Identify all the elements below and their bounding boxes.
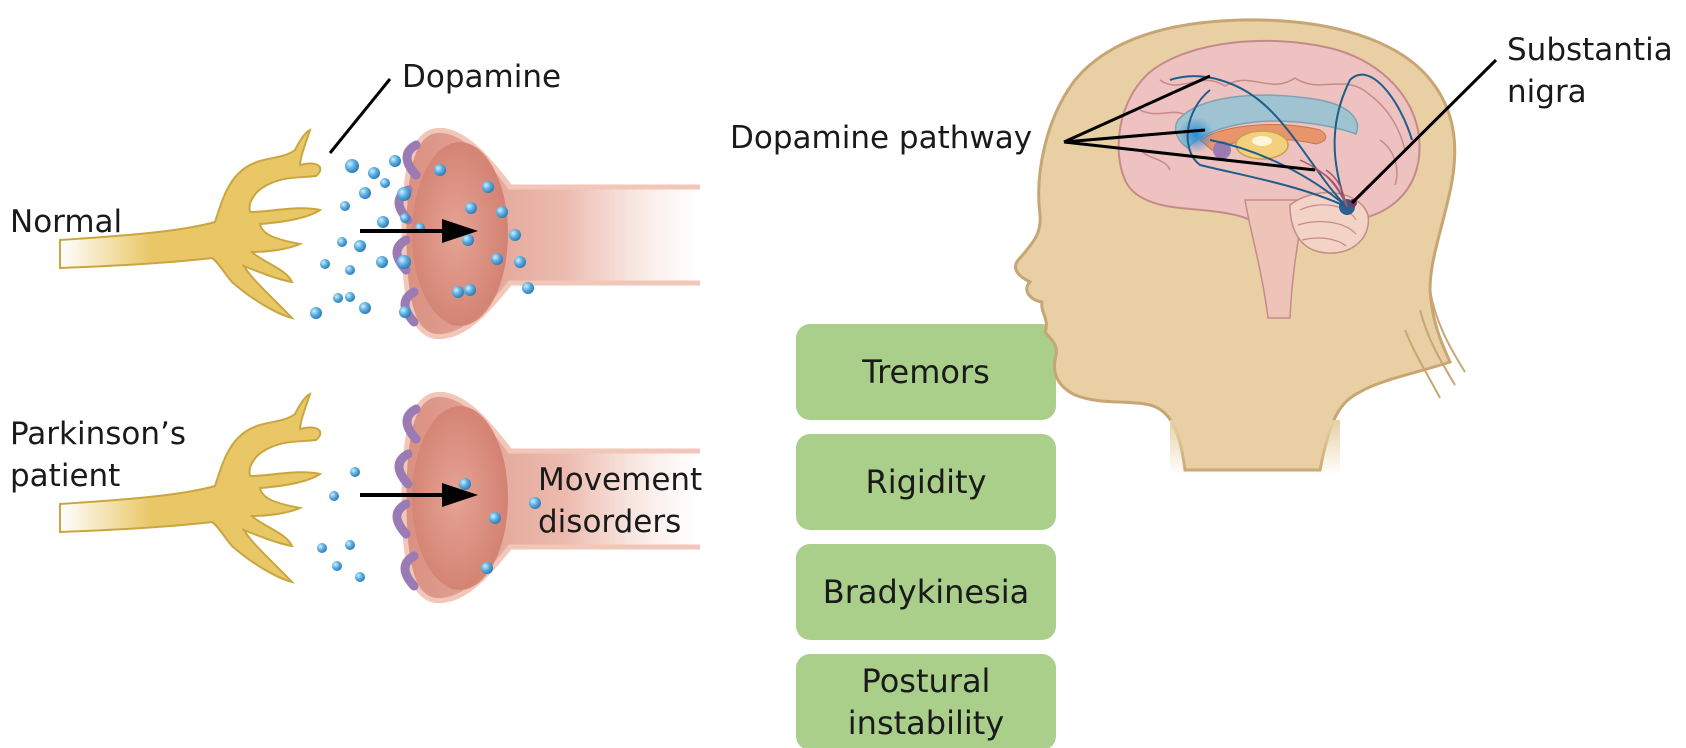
dopamine-molecule	[337, 237, 347, 247]
dopamine-molecule	[355, 572, 365, 582]
parkinsons-dopamine-molecules	[317, 467, 541, 582]
dopamine-molecule	[359, 187, 371, 199]
substantia-nigra-label-line1: Substantia	[1507, 32, 1673, 68]
dopamine-molecule	[377, 216, 389, 228]
dopamine-molecule	[333, 293, 343, 303]
symptom-box-bg	[796, 654, 1056, 748]
symptom-box: Bradykinesia	[796, 544, 1056, 640]
symptom-label: Rigidity	[865, 463, 986, 501]
dopamine-molecule	[332, 561, 342, 571]
parkinsons-arrow	[360, 483, 478, 507]
symptom-box: Tremors	[796, 324, 1056, 420]
normal-label: Normal	[10, 204, 122, 240]
symptom-box: Rigidity	[796, 434, 1056, 530]
parkinsons-label-line2: patient	[10, 458, 120, 494]
dopamine-molecule	[529, 497, 541, 509]
symptom-box-bg	[796, 544, 1056, 640]
dopamine-molecule	[359, 302, 371, 314]
dopamine-molecule	[320, 259, 330, 269]
dopamine-pathway-label: Dopamine pathway	[730, 120, 1032, 156]
dopamine-molecule	[496, 206, 508, 218]
dopamine-molecule	[350, 467, 360, 477]
dopamine-molecule	[491, 253, 503, 265]
dopamine-molecule	[464, 284, 476, 296]
normal-dopamine-molecules	[310, 155, 534, 319]
dopamine-molecule	[329, 491, 339, 501]
dopamine-molecule	[462, 234, 474, 246]
dopamine-molecule	[509, 229, 521, 241]
movement-label-line2: disorders	[538, 504, 681, 540]
dopamine-molecule	[389, 155, 401, 167]
dopamine-molecule	[380, 178, 390, 188]
symptom-box: Postural instability	[796, 654, 1056, 748]
symptom-label: Bradykinesia	[823, 573, 1030, 611]
dopamine-pathway-leader-lines	[1063, 74, 1316, 172]
dopamine-molecule	[465, 202, 477, 214]
dopamine-leader-line	[328, 78, 392, 154]
symptom-label: Tremors	[861, 353, 990, 391]
movement-label-line1: Movement	[538, 462, 702, 498]
dopamine-molecule	[459, 478, 471, 490]
dopamine-molecule	[317, 543, 327, 553]
dopamine-molecule	[522, 282, 534, 294]
dopamine-molecule	[345, 265, 355, 275]
substantia-nigra-label-line2: nigra	[1507, 74, 1587, 110]
symptom-box-bg	[796, 324, 1056, 420]
dopamine-molecule	[376, 256, 388, 268]
dopamine-molecule	[345, 292, 355, 302]
dopamine-molecule	[397, 255, 411, 269]
parkinsons-receptors	[392, 404, 421, 591]
dopamine-label: Dopamine	[402, 59, 561, 95]
dopamine-molecule	[397, 187, 411, 201]
substantia-nigra-leader-line	[1350, 58, 1498, 205]
symptom-label: Postural	[862, 662, 991, 700]
dopamine-molecule	[399, 306, 411, 318]
normal-presynaptic-axon	[59, 128, 323, 320]
dopamine-molecule	[345, 540, 355, 550]
dopamine-molecule	[345, 159, 359, 173]
dopamine-molecule	[400, 213, 410, 223]
dopamine-molecule	[481, 562, 493, 574]
symptom-box-bg	[796, 434, 1056, 530]
brain-sagittal	[1117, 39, 1421, 319]
dopamine-molecule	[354, 240, 366, 252]
normal-arrow	[360, 219, 478, 243]
dopamine-molecule	[482, 181, 494, 193]
dopamine-molecule	[452, 286, 464, 298]
dopamine-molecule	[340, 201, 350, 211]
parkinsons-label-line1: Parkinson’s	[10, 416, 186, 452]
dopamine-molecule	[489, 512, 501, 524]
dopamine-molecule	[310, 307, 322, 319]
parkinsons-presynaptic-axon	[59, 392, 323, 584]
symptom-label: instability	[848, 704, 1004, 742]
dopamine-molecule	[368, 167, 380, 179]
dopamine-molecule	[434, 164, 446, 176]
dopamine-molecule	[514, 256, 526, 268]
